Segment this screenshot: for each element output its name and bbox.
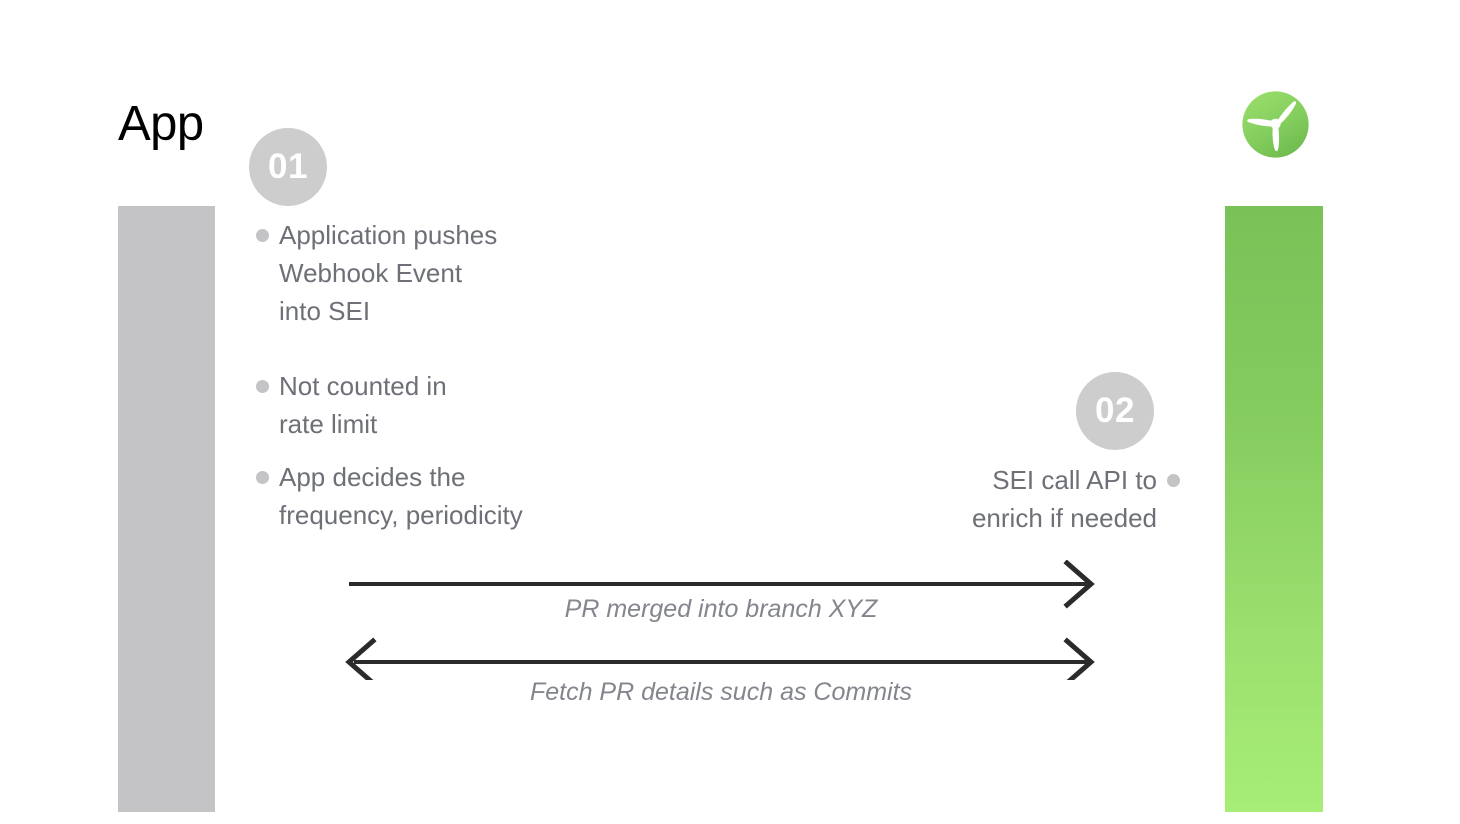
bullet-text: App decides the frequency, periodicity [279,462,523,530]
page-title: App [118,97,204,151]
app-lane-bar [118,206,215,812]
step-badge-02: 02 [1076,372,1154,450]
bullet-text: Application pushes Webhook Event into SE… [279,220,498,326]
propeller-icon [1241,90,1310,159]
bullet-dot-icon [256,471,269,484]
step-badge-01: 01 [249,128,327,206]
sequence-arrows [345,560,1095,680]
sei-bullet-1: SEI call API to enrich if needed [880,461,1180,537]
bullet-text: Not counted in rate limit [279,371,447,439]
sei-lane-bar [1225,206,1323,812]
bullet-dot-icon [256,229,269,242]
bullet-dot-icon [1167,474,1180,487]
app-bullet-3: App decides the frequency, periodicity [256,458,676,534]
app-bullet-2: Not counted in rate limit [256,367,676,443]
bullet-dot-icon [256,380,269,393]
arrow-caption-1: PR merged into branch XYZ [564,595,878,623]
arrow-sei-to-app [345,637,1095,680]
arrow-app-to-sei [349,560,1095,609]
app-bullet-1: Application pushes Webhook Event into SE… [256,216,676,330]
bullet-text: SEI call API to enrich if needed [971,465,1157,533]
arrow-caption-2: Fetch PR details such as Commits [529,678,913,706]
